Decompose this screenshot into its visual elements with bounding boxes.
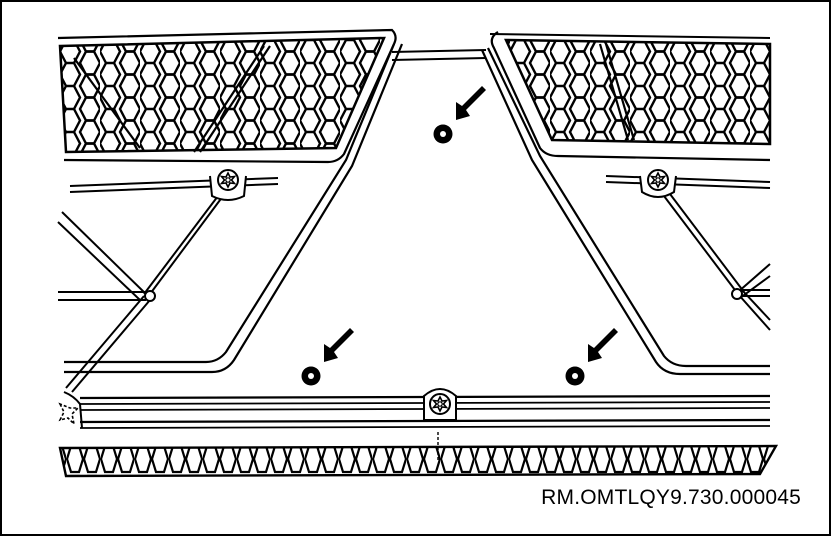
bottom-hex-strip: [58, 432, 779, 478]
upper-left-grille: [57, 28, 397, 164]
upper-right-grille: [489, 31, 772, 162]
clip-hole-lower-left: [301, 366, 321, 386]
center-panel: [64, 43, 770, 376]
torx-screw-left-icon: [217, 169, 239, 191]
callout-arrow-upper-icon: [456, 86, 486, 120]
callout-arrow-lower-left-icon: [324, 328, 354, 362]
torx-screw-bottom-icon: [429, 393, 451, 415]
right-structure: [605, 175, 771, 331]
torx-screw-right-icon: [647, 169, 669, 191]
lower-rail: [58, 388, 771, 429]
left-structure: [57, 175, 279, 393]
clip-hole-upper-center: [433, 124, 453, 144]
clip-hole-lower-right: [565, 366, 585, 386]
document-reference-code: RM.OMTLQY9.730.000045: [541, 486, 801, 509]
callout-arrow-lower-right-icon: [588, 328, 618, 362]
